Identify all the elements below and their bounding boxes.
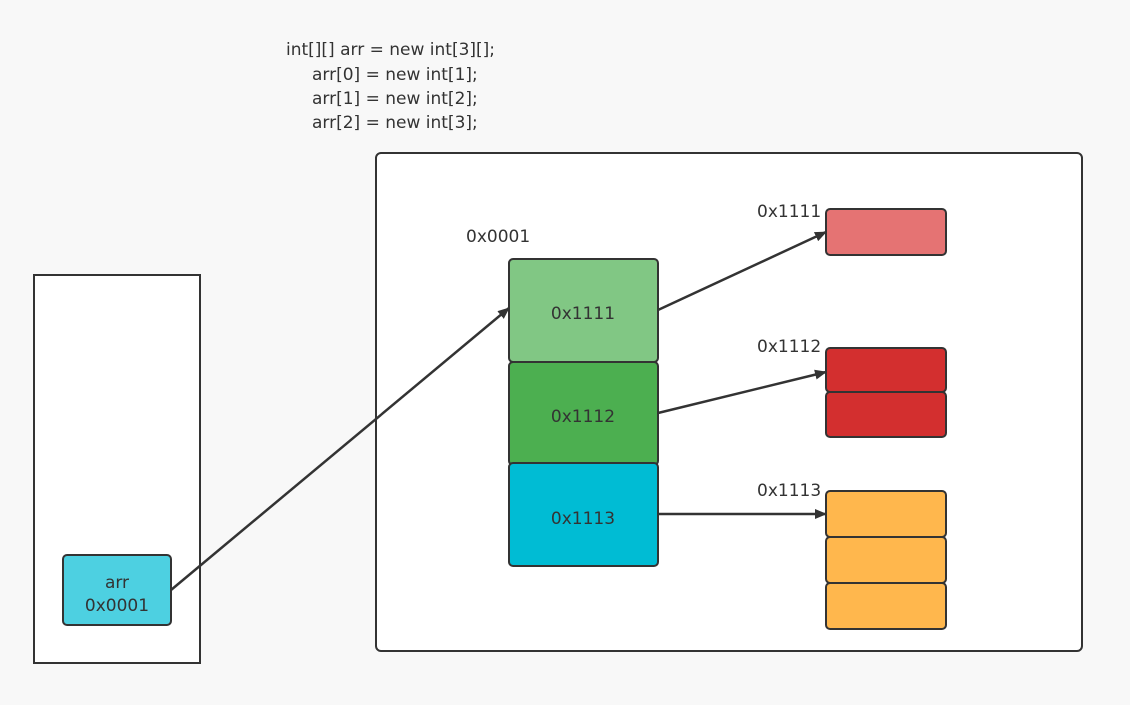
code-line: arr[0] = new int[1];	[312, 65, 478, 85]
stack-variable-name: arr	[105, 573, 129, 593]
inner-array-address: 0x1112	[757, 337, 821, 357]
outer-array-cell-value: 0x1112	[551, 407, 615, 427]
inner-array	[825, 347, 947, 438]
outer-array-cell-value: 0x1113	[551, 509, 615, 529]
inner-array	[825, 208, 947, 256]
inner-array-cell	[825, 347, 947, 393]
inner-array-cell	[825, 490, 947, 538]
stack-frame: arr 0x0001	[33, 274, 201, 664]
inner-array-cell	[825, 391, 947, 438]
code-snippet: int[][] arr = new int[3][]; arr[0] = new…	[286, 40, 495, 133]
stack-variable-value: 0x0001	[85, 596, 149, 616]
arrow-stack-to-heap	[170, 307, 510, 591]
code-line: arr[1] = new int[2];	[312, 89, 478, 109]
inner-array-cell	[825, 582, 947, 630]
code-line: int[][] arr = new int[3][];	[286, 40, 495, 60]
inner-array-address: 0x1111	[757, 202, 821, 222]
outer-array-address: 0x0001	[466, 227, 530, 247]
reference-arrows	[170, 230, 827, 591]
heap-panel: 0x0001 0x1111 0x1112 0x1113 0x1111 0x111…	[375, 152, 1083, 652]
inner-array-address: 0x1113	[757, 481, 821, 501]
inner-array	[825, 490, 947, 630]
inner-array-cell	[825, 208, 947, 256]
outer-array: 0x1111 0x1112 0x1113	[508, 258, 659, 567]
code-line: arr[2] = new int[3];	[312, 113, 478, 133]
inner-array-cell	[825, 536, 947, 584]
arrow-cell-to-inner-array	[657, 230, 827, 312]
outer-array-cell-value: 0x1111	[551, 304, 615, 324]
arrow-cell-to-inner-array	[657, 369, 827, 415]
